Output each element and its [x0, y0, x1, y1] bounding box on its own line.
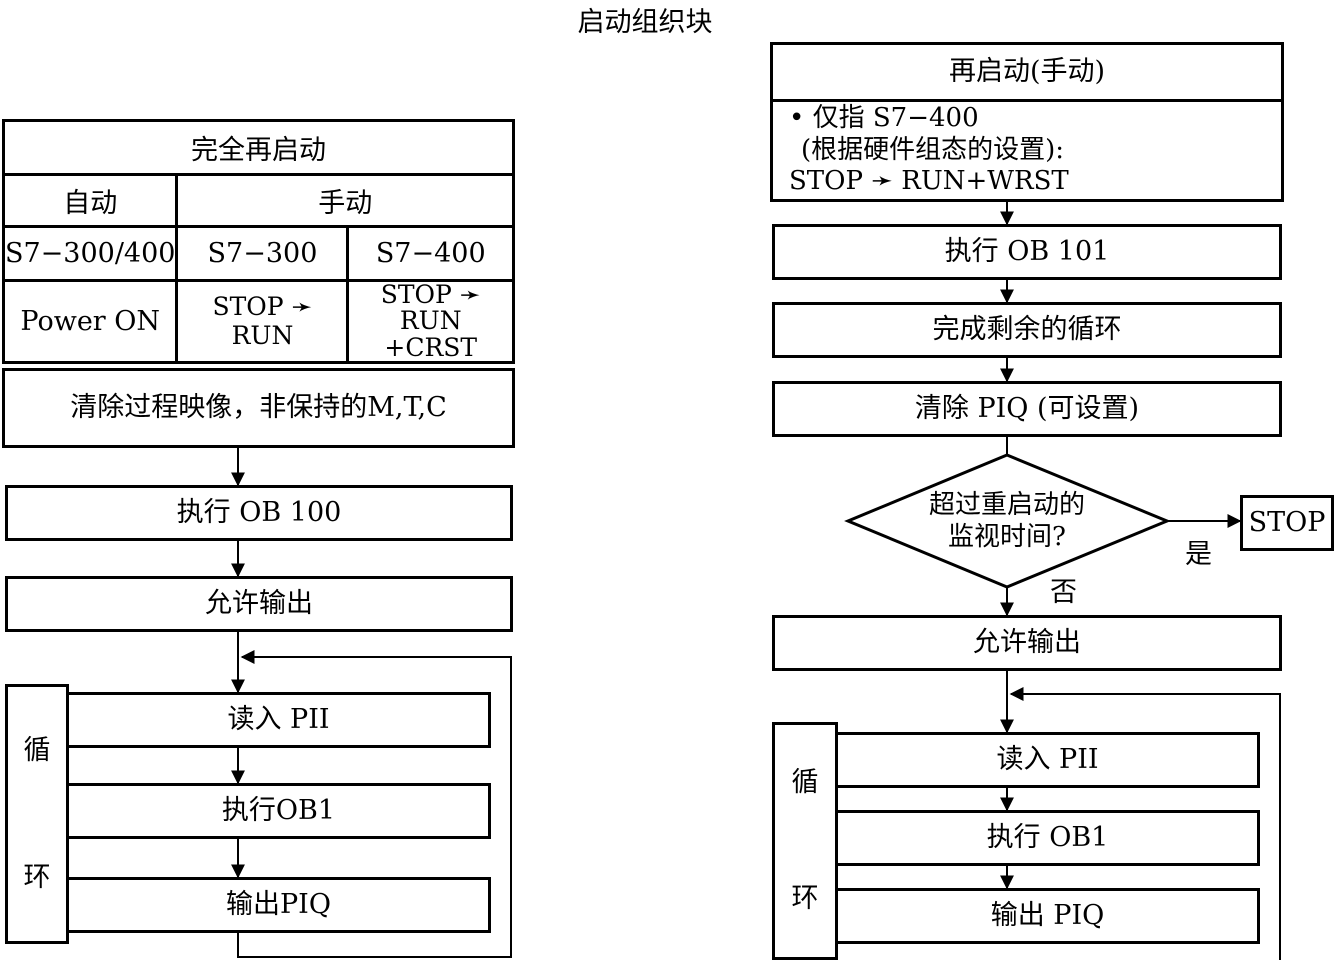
- restart-manual-box: 再启动(手动) • 仅指 S7−400 (根据硬件组态的设置): STOP ➛ …: [770, 42, 1284, 202]
- clear-piq-box: 清除 PIQ (可设置): [772, 381, 1282, 437]
- model-s7-300: S7−300: [175, 225, 350, 282]
- left-output-piq-box: 输出PIQ: [66, 877, 491, 933]
- trigger-stop-run: STOP ➛ RUN: [175, 279, 350, 364]
- no-label: 否: [1050, 577, 1077, 608]
- auto-header: 自动: [1, 173, 179, 228]
- left-loop-back-line: [237, 650, 512, 958]
- right-enable-output-box: 允许输出: [772, 615, 1282, 671]
- right-loop-back-line: [1009, 687, 1281, 960]
- exec-ob100-box: 执行 OB 100: [5, 485, 513, 541]
- trigger-crst: +CRST: [384, 332, 478, 362]
- left-loop-box: 循 环: [5, 684, 69, 944]
- full-restart-header: 完全再启动: [2, 119, 515, 176]
- trigger-power-on: Power ON: [1, 279, 179, 364]
- yes-label: 是: [1185, 539, 1212, 570]
- restart-manual-line1-text: 仅指 S7−400: [812, 103, 979, 133]
- right-loop-label-top: 循: [791, 767, 819, 799]
- exec-ob101-box: 执行 OB 101: [772, 224, 1282, 280]
- manual-header: 手动: [175, 173, 515, 228]
- left-exec-ob1-box: 执行OB1: [66, 783, 491, 839]
- diagram-title: 启动组织块: [577, 7, 713, 38]
- trigger-stop-run-400: STOP ➛ RUN: [380, 280, 481, 336]
- left-loop-label-top: 循: [23, 734, 51, 766]
- left-loop-label-bottom: 环: [23, 861, 51, 893]
- right-output-piq-box: 输出 PIQ: [835, 888, 1260, 944]
- trigger-stop-run-crst: STOP ➛ RUN +CRST: [346, 279, 515, 364]
- decision-text: 超过重启动的 监视时间?: [900, 490, 1114, 553]
- right-read-pii-box: 读入 PII: [835, 732, 1260, 788]
- bullet-icon: •: [789, 103, 813, 133]
- model-s7-400: S7−400: [346, 225, 515, 282]
- decision-diamond: [844, 453, 1171, 589]
- restart-manual-line1: • 仅指 S7−400: [789, 103, 1069, 135]
- decision-line1: 超过重启动的: [928, 490, 1085, 520]
- right-exec-ob1-box: 执行 OB1: [835, 810, 1260, 866]
- restart-manual-line2: (根据硬件组态的设置):: [801, 134, 1065, 165]
- right-loop-label-bottom: 环: [791, 883, 819, 915]
- restart-manual-header: 再启动(手动): [773, 45, 1281, 102]
- enable-output-box: 允许输出: [5, 576, 513, 632]
- stop-box: STOP: [1240, 495, 1334, 551]
- full-restart-table: 完全再启动 自动 手动 S7−300/400 S7−300 S7−400 Pow…: [1, 119, 515, 364]
- model-s7-300-400: S7−300/400: [1, 225, 179, 282]
- restart-manual-line3: STOP ➛ RUN+WRST: [789, 166, 1069, 197]
- decision-line2: 监视时间?: [948, 521, 1066, 552]
- clear-process-image-box: 清除过程映像，非保持的M,T,C: [2, 368, 515, 448]
- left-read-pii-box: 读入 PII: [66, 692, 491, 748]
- finish-cycle-box: 完成剩余的循环: [772, 302, 1282, 358]
